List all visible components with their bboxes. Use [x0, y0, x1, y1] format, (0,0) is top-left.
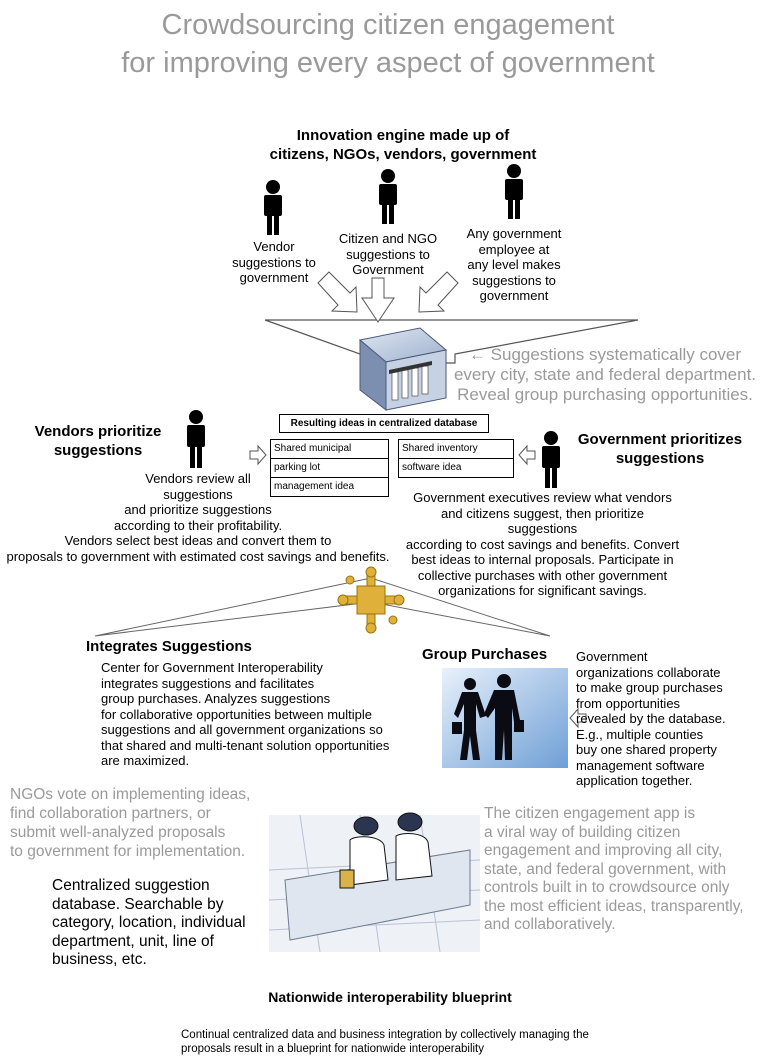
vendors-heading: Vendors prioritize suggestions [34, 423, 162, 459]
arrow-icon-group [569, 707, 587, 729]
database-cell: parking lot [271, 459, 388, 478]
engine-heading-2: citizens, NGOs, vendors, government [269, 146, 537, 163]
vendors-text: Vendors review all suggestions and prior… [6, 471, 390, 564]
vendor-suggestions-text: Vendor suggestions to government [232, 239, 316, 285]
person-icon-vendor [264, 180, 282, 235]
database-idea-right: Shared inventory software idea [398, 439, 514, 478]
fan-left [94, 577, 372, 637]
arrow-icon-right [518, 444, 536, 466]
database-header: Resulting ideas in centralized database [279, 414, 489, 433]
title-line-1: Crowdsourcing citizen engagement [161, 9, 615, 41]
database-cell: Shared inventory [399, 440, 513, 459]
arrow-icon-left [249, 444, 267, 466]
government-text: Government executives review what vendor… [405, 490, 680, 598]
engine-heading-1: Innovation engine made up of [296, 127, 510, 144]
app-note: The citizen engagement app is a viral wa… [484, 805, 744, 933]
ngo-note: NGOs vote on implementing ideas, find co… [10, 786, 251, 860]
database-cell: Shared municipal [271, 440, 388, 459]
government-suggestions-text: Any government employee at any level mak… [466, 226, 562, 303]
centralized-db-text: Centralized suggestion database. Searcha… [52, 877, 246, 968]
blueprint-text: Continual centralized data and business … [181, 1029, 589, 1055]
title-line-2: for improving every aspect of government [121, 47, 655, 79]
building-icon [358, 327, 448, 412]
database-cell: management idea [274, 481, 355, 492]
person-icon-citizen [379, 169, 397, 224]
integrates-text: Center for Government Interoperability i… [101, 660, 390, 768]
blueprint-heading: Nationwide interoperability blueprint [268, 989, 512, 1005]
group-purchases-heading: Group Purchases [422, 646, 548, 663]
group-purchases-text: Government organizations collaborate to … [576, 649, 726, 788]
citizen-suggestions-text: Citizen and NGO suggestions to Governmen… [338, 231, 438, 277]
person-icon-government-prioritize [542, 431, 560, 488]
person-icon-government [505, 164, 523, 219]
arrow-left [317, 271, 358, 313]
database-idea-left: Shared municipal parking lot management … [270, 439, 389, 497]
coverage-note: ← Suggestions systematically cover every… [453, 345, 757, 404]
database-cell: software idea [402, 462, 462, 473]
person-icon-vendors-prioritize [187, 410, 205, 468]
puzzle-icon [337, 566, 405, 634]
integrates-heading: Integrates Suggestions [86, 638, 252, 655]
arrow-center [361, 277, 395, 323]
handshake-image [442, 668, 568, 768]
arrow-right [418, 271, 459, 313]
architects-image [268, 812, 481, 953]
government-heading: Government prioritizes suggestions [577, 431, 743, 467]
